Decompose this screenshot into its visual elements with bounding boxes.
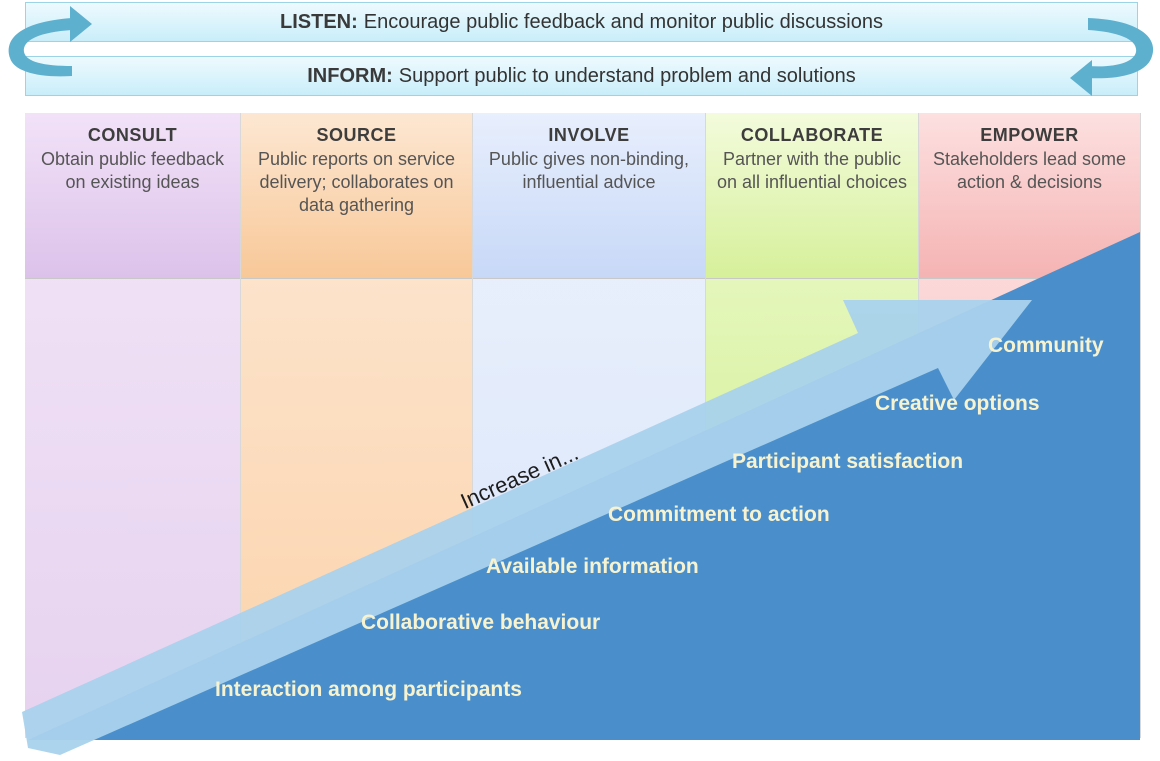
column-title: INVOLVE [548, 125, 630, 145]
column-header: CONSULT Obtain public feedback on existi… [25, 113, 240, 279]
column-title: CONSULT [87, 125, 178, 145]
cycle-arrows [8, 6, 1154, 96]
inform-text: Support public to understand problem and… [398, 64, 856, 87]
listen-text: Encourage public feedback and monitor pu… [363, 10, 883, 33]
increase-item: Interaction among participants [215, 678, 522, 701]
column-title: SOURCE [316, 125, 397, 145]
left-loop-arrowhead-icon [70, 6, 92, 42]
right-loop-arrowhead-icon [1070, 60, 1092, 96]
increase-item: Available information [486, 555, 699, 578]
listen-label: LISTEN: [280, 10, 358, 33]
column-header: SOURCE Public reports on service deliver… [241, 113, 472, 279]
left-loop-arrow-icon [8, 18, 72, 77]
increase-item: Commitment to action [608, 503, 830, 526]
column-description: Partner with the public on all influenti… [716, 149, 908, 192]
listen-band: LISTEN: Encourage public feedback and mo… [25, 2, 1138, 42]
column-description: Obtain public feedback on existing ideas [40, 149, 225, 192]
column-description: Public gives non-binding, influential ad… [488, 149, 690, 192]
inform-band: INFORM: Support public to understand pro… [25, 56, 1138, 96]
increase-arrow-icon [22, 300, 1032, 755]
column-header: INVOLVE Public gives non-binding, influe… [473, 113, 705, 279]
column-title: EMPOWER [980, 125, 1079, 145]
column-description: Public reports on service delivery; coll… [257, 149, 456, 215]
right-loop-arrow-icon [1088, 18, 1154, 79]
increase-item: Community [988, 334, 1104, 357]
increase-item: Participant satisfaction [732, 450, 964, 473]
increase-item: Collaborative behaviour [361, 611, 601, 634]
increase-item: Creative options [875, 392, 1040, 415]
column-title: COLLABORATE [740, 125, 884, 145]
inform-label: INFORM: [307, 64, 393, 87]
column-header: COLLABORATE Partner with the public on a… [706, 113, 918, 279]
column-description: Stakeholders lead some action & decision… [932, 149, 1127, 192]
